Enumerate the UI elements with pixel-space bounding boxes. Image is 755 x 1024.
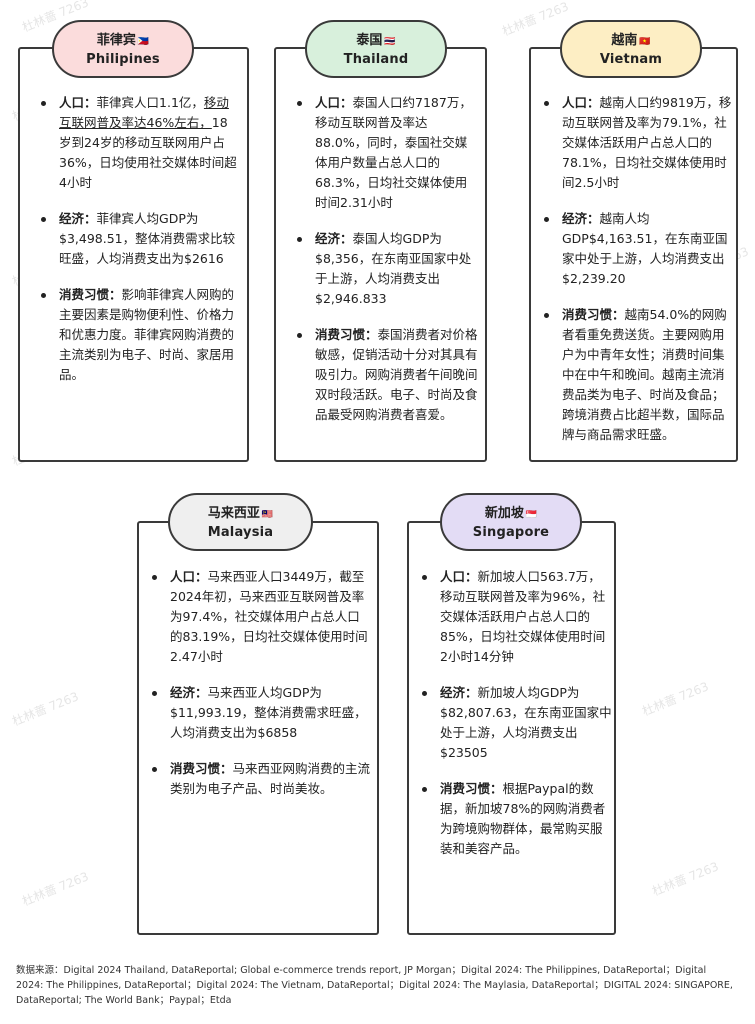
malaysia-flag-icon: 🇲🇾	[261, 510, 274, 520]
singapore-flag-icon: 🇸🇬	[525, 510, 538, 520]
info-consumption: 消费习惯：根据Paypal的数据，新加坡78%的网购消费者为跨境购物群体，最常购…	[422, 779, 612, 859]
info-economy: 经济：菲律宾人均GDP为$3,498.51，整体消费需求比较旺盛，人均消费支出为…	[41, 209, 237, 269]
watermark: 杜林蔷 7263	[650, 859, 721, 899]
info-consumption: 消费习惯：越南54.0%的网购者看重免费送货。主要网购用户为中青年女性；消费时间…	[544, 305, 734, 445]
country-name-cn: 越南	[611, 33, 638, 48]
info-population: 人口：新加坡人口563.7万，移动互联网普及率为96%，社交媒体活跃用户占总人口…	[422, 567, 612, 667]
watermark: 杜林蔷 7263	[20, 869, 91, 909]
country-tag-malaysia: 马来西亚🇲🇾 Malaysia	[168, 493, 313, 551]
country-card-malaysia: 人口：马来西亚人口3449万，截至2024年初，马来西亚互联网普及率为97.4%…	[137, 521, 379, 935]
watermark: 杜林蔷 7263	[500, 0, 571, 39]
info-list: 人口：泰国人口约7187万，移动互联网普及率达88.0%，同时，泰国社交媒体用户…	[297, 93, 479, 441]
info-consumption: 消费习惯：影响菲律宾人网购的主要因素是购物便利性、价格力和优惠力度。菲律宾网购消…	[41, 285, 237, 385]
info-population: 人口：菲律宾人口1.1亿，移动互联网普及率达46%左右，18岁到24岁的移动互联…	[41, 93, 237, 193]
info-population: 人口：泰国人口约7187万，移动互联网普及率达88.0%，同时，泰国社交媒体用户…	[297, 93, 479, 213]
country-name-cn: 新加坡	[484, 506, 524, 521]
watermark: 杜林蔷 7263	[10, 689, 81, 729]
data-sources: 数据来源：Digital 2024 Thailand, DataReportal…	[16, 965, 733, 1006]
info-list: 人口：新加坡人口563.7万，移动互联网普及率为96%，社交媒体活跃用户占总人口…	[422, 567, 612, 875]
country-card-singapore: 人口：新加坡人口563.7万，移动互联网普及率为96%，社交媒体活跃用户占总人口…	[407, 521, 616, 935]
info-consumption: 消费习惯：泰国消费者对价格敏感，促销活动十分对其具有吸引力。网购消费者午间晚间双…	[297, 325, 479, 425]
country-name-en: Malaysia	[207, 525, 274, 540]
country-name-en: Philipines	[86, 52, 160, 67]
country-name-cn: 菲律宾	[96, 33, 136, 48]
info-economy: 经济：新加坡人均GDP为$82,807.63，在东南亚国家中处于上游，人均消费支…	[422, 683, 612, 763]
country-card-philippines: 人口：菲律宾人口1.1亿，移动互联网普及率达46%左右，18岁到24岁的移动互联…	[18, 47, 249, 462]
vietnam-flag-icon: 🇻🇳	[639, 37, 651, 47]
country-tag-thailand: 泰国🇹🇭 Thailand	[305, 20, 447, 78]
country-name-en: Singapore	[472, 525, 550, 540]
country-tag-philippines: 菲律宾🇵🇭 Philipines	[52, 20, 194, 78]
thailand-flag-icon: 🇹🇭	[384, 37, 396, 47]
info-list: 人口：越南人口约9819万，移动互联网普及率为79.1%，社交媒体活跃用户占总人…	[544, 93, 734, 461]
info-list: 人口：菲律宾人口1.1亿，移动互联网普及率达46%左右，18岁到24岁的移动互联…	[41, 93, 237, 401]
info-list: 人口：马来西亚人口3449万，截至2024年初，马来西亚互联网普及率为97.4%…	[152, 567, 372, 815]
philippines-flag-icon: 🇵🇭	[137, 37, 150, 47]
country-name-cn: 泰国	[356, 33, 383, 48]
country-name-en: Vietnam	[599, 52, 663, 67]
info-economy: 经济：马来西亚人均GDP为$11,993.19，整体消费需求旺盛，人均消费支出为…	[152, 683, 372, 743]
info-population: 人口：马来西亚人口3449万，截至2024年初，马来西亚互联网普及率为97.4%…	[152, 567, 372, 667]
info-economy: 经济：越南人均GDP$4,163.51，在东南亚国家中处于上游，人均消费支出$2…	[544, 209, 734, 289]
country-name-cn: 马来西亚	[207, 506, 260, 521]
watermark: 杜林蔷 7263	[640, 679, 711, 719]
info-population: 人口：越南人口约9819万，移动互联网普及率为79.1%，社交媒体活跃用户占总人…	[544, 93, 734, 193]
country-card-thailand: 人口：泰国人口约7187万，移动互联网普及率达88.0%，同时，泰国社交媒体用户…	[274, 47, 487, 462]
country-tag-singapore: 新加坡🇸🇬 Singapore	[440, 493, 582, 551]
info-consumption: 消费习惯：马来西亚网购消费的主流类别为电子产品、时尚美妆。	[152, 759, 372, 799]
country-name-en: Thailand	[343, 52, 409, 67]
info-economy: 经济：泰国人均GDP为$8,356，在东南亚国家中处于上游，人均消费支出$2,9…	[297, 229, 479, 309]
country-card-vietnam: 人口：越南人口约9819万，移动互联网普及率为79.1%，社交媒体活跃用户占总人…	[529, 47, 738, 462]
country-tag-vietnam: 越南🇻🇳 Vietnam	[560, 20, 702, 78]
